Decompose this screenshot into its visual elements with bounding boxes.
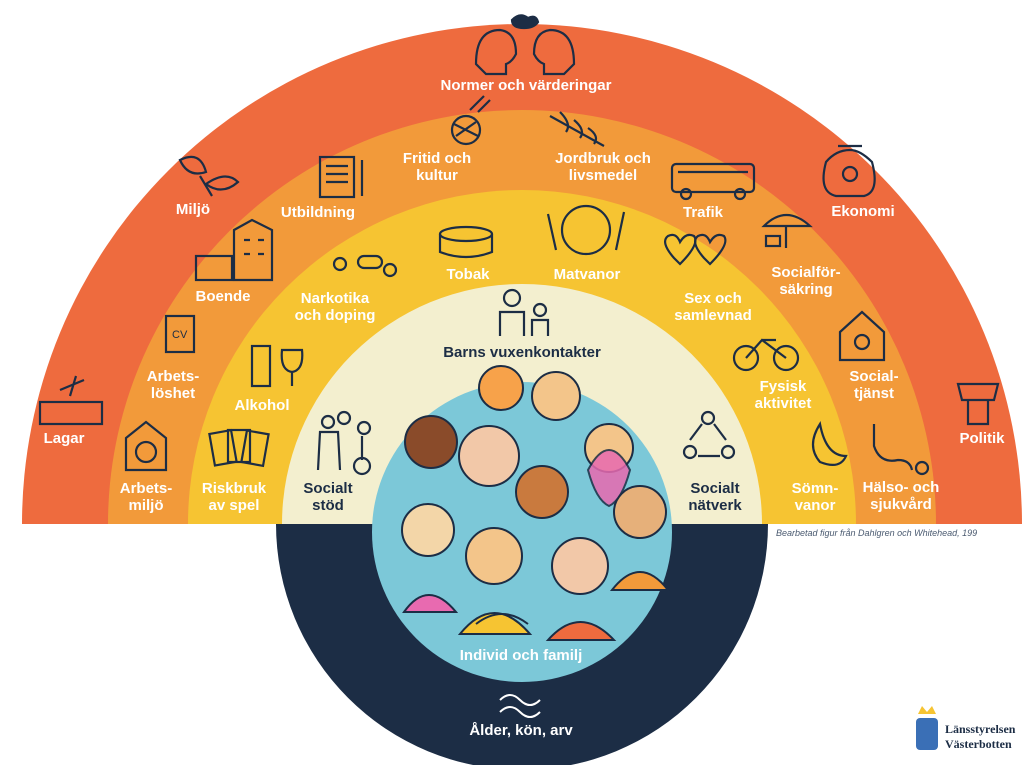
glasses-icon (250, 344, 304, 388)
leaves-icon (178, 155, 240, 197)
podium-icon (956, 382, 1000, 426)
bus-icon (670, 162, 756, 201)
label-socialt-stod: Socialt stöd (303, 480, 353, 514)
money-bag-icon (822, 144, 876, 198)
dna-icon (499, 694, 541, 718)
label-politik: Politik (959, 430, 1005, 447)
label-barns-vuxenkontakter: Barns vuxenkontakter (443, 344, 601, 361)
label-ekonomi: Ekonomi (831, 203, 895, 220)
label-narkotika: Narkotika och doping (294, 290, 376, 324)
label-socialtjanst: Social- tjänst (849, 368, 899, 402)
label-matvanor: Matvanor (553, 266, 621, 283)
label-trafik: Trafik (682, 204, 724, 221)
book-icon (318, 155, 364, 199)
crown-logo-icon (916, 706, 938, 750)
label-boende: Boende (195, 288, 251, 305)
family-icon (498, 288, 550, 336)
cards-icon (208, 428, 270, 468)
heads-icon (474, 14, 576, 76)
label-arbetsloshet: Arbets- löshet (146, 368, 200, 402)
logo-line-1: Länsstyrelsen (945, 722, 1016, 736)
hearts-icon (664, 233, 727, 266)
label-utbildning: Utbildning (280, 204, 356, 221)
support-icon (316, 410, 372, 476)
label-socialt-natverk: Socialt nätverk (688, 480, 742, 514)
faces-illustration (401, 365, 671, 641)
label-lagar: Lagar (43, 430, 85, 447)
stethoscope-icon (872, 424, 930, 476)
label-socialforsakring: Socialför- säkring (771, 264, 841, 298)
cv-icon: CV (164, 314, 196, 354)
umbrella-icon (761, 213, 813, 248)
moon-icon (811, 421, 848, 467)
label-arbetsmiljo: Arbets- miljö (119, 480, 173, 514)
network-icon (682, 410, 736, 460)
gavel-icon (38, 375, 104, 426)
label-fritid: Fritid och kultur (402, 150, 472, 184)
label-tobak: Tobak (446, 266, 490, 283)
label-sex: Sex och samlevnad (674, 290, 752, 324)
plate-icon (546, 204, 626, 256)
svg-text:CV: CV (172, 329, 188, 341)
label-riskbruk: Riskbruk av spel (201, 480, 267, 514)
house-icon (194, 218, 274, 282)
label-somn: Sömn- vanor (791, 480, 839, 514)
pills-icon (332, 254, 398, 278)
yarn-icon (450, 95, 491, 146)
label-individ-och-familj: Individ och familj (459, 647, 583, 664)
label-alkohol: Alkohol (234, 397, 290, 414)
label-fysisk: Fysisk aktivitet (754, 378, 812, 412)
label-miljo: Miljö (175, 201, 211, 218)
outer-ring-title: Normer och värderingar (440, 77, 612, 94)
source-note: Bearbetad figur från Dahlgren och Whiteh… (776, 528, 978, 538)
bicycle-icon (732, 338, 800, 372)
house-cog-icon (838, 310, 886, 362)
house-clock-icon (124, 420, 168, 472)
tin-icon (438, 225, 494, 259)
wheat-icon (549, 111, 605, 147)
label-alder-kon-arv: Ålder, kön, arv (469, 722, 573, 739)
label-jordbruk: Jordbruk och livsmedel (555, 150, 651, 184)
logo-line-2: Västerbotten (945, 737, 1012, 751)
label-halso: Hälso- och sjukvård (862, 479, 940, 513)
